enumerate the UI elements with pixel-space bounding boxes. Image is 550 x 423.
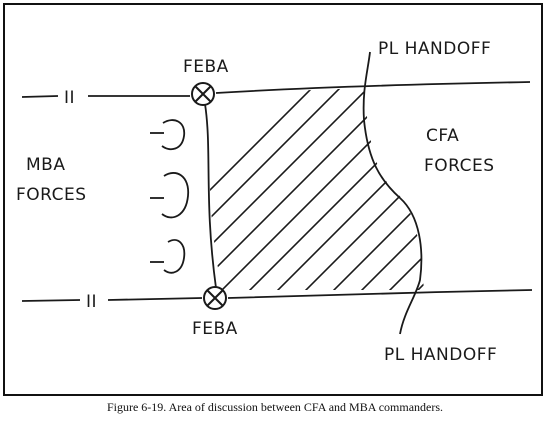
unit-symbol-icon [150, 119, 186, 151]
pl-handoff-label-top: PL HANDOFF [378, 39, 491, 59]
figure-caption: Figure 6-19. Area of discussion between … [106, 400, 444, 414]
cfa-forces-label-line2: FORCES [424, 156, 495, 176]
boundary-mark-bottom: II [86, 292, 97, 312]
feba-line [204, 103, 217, 289]
unit-symbol-icon [150, 239, 186, 274]
feba-point-top-icon [191, 82, 215, 106]
feba-label-top: FEBA [183, 57, 229, 77]
lower-boundary-line [21, 289, 533, 302]
boundary-mark-top: II [64, 88, 75, 108]
unit-symbol-icon [150, 172, 189, 219]
upper-boundary-line [21, 81, 531, 98]
feba-label-bottom: FEBA [192, 319, 238, 339]
pl-handoff-label-bottom: PL HANDOFF [384, 345, 497, 365]
mba-forces-label-line1: MBA [26, 155, 65, 175]
figure-frame [3, 3, 543, 396]
hatched-area [208, 88, 424, 290]
area-of-discussion-diagram: II II [16, 39, 533, 365]
feba-point-bottom-icon [203, 286, 227, 310]
mba-forces-label-line2: FORCES [16, 185, 87, 205]
cfa-forces-label-line1: CFA [426, 126, 459, 146]
pl-handoff-line [362, 51, 423, 335]
